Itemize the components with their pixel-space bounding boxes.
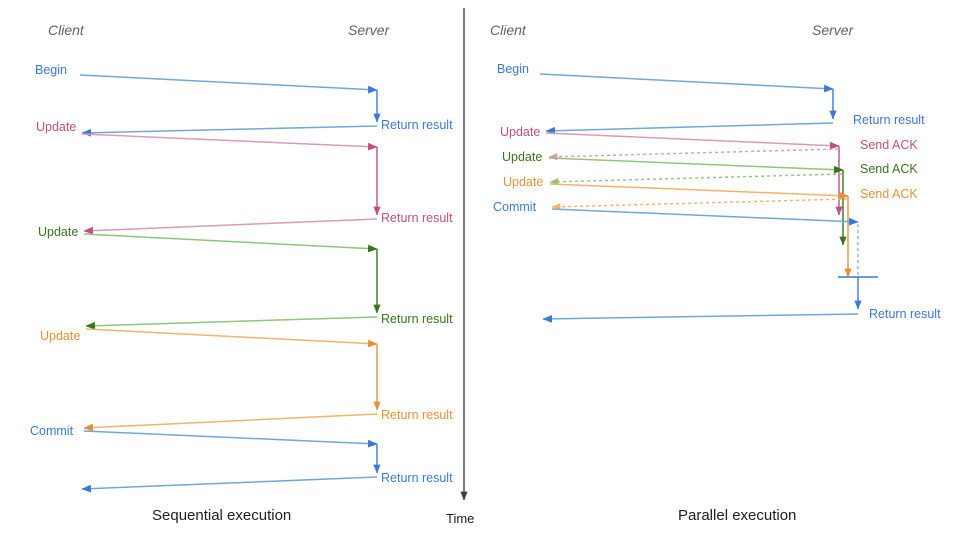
right-msg-update1-request xyxy=(545,132,840,150)
left-server-label-return-3: Return result xyxy=(381,312,453,326)
left-msg-begin-response xyxy=(81,125,378,137)
left-msg-update3-request xyxy=(85,328,378,348)
right-ack-green xyxy=(549,173,843,186)
left-msg-commit-response xyxy=(81,476,378,493)
left-server-label-return-1: Return result xyxy=(381,118,453,132)
left-msg-update1-request xyxy=(81,133,378,151)
right-msg-begin-request xyxy=(539,73,834,93)
caption-parallel: Parallel execution xyxy=(678,507,797,524)
left-client-label-begin: Begin xyxy=(35,63,67,77)
right-msg-begin-response xyxy=(545,122,834,135)
left-panel-messages xyxy=(79,74,381,493)
left-client-label-update-1: Update xyxy=(36,120,77,134)
right-actor-server: Server xyxy=(812,22,854,38)
right-ack-pink xyxy=(548,148,839,161)
right-client-label-update-2: Update xyxy=(502,150,543,164)
right-panel-messages xyxy=(539,73,878,323)
right-msg-update3-request xyxy=(549,183,849,200)
right-server-label-return-1: Return result xyxy=(853,113,925,127)
left-msg-commit-request xyxy=(83,430,378,448)
right-actor-client: Client xyxy=(490,22,526,38)
left-msg-update1-response xyxy=(83,218,378,235)
left-client-label-update-2: Update xyxy=(38,225,79,239)
right-client-label-commit: Commit xyxy=(493,200,537,214)
left-msg-update2-request xyxy=(83,233,378,253)
right-server-label-ack-1: Send ACK xyxy=(860,138,918,152)
left-msg-update2-response xyxy=(85,316,378,330)
left-msg-update3-response xyxy=(83,413,378,432)
right-client-label-update-1: Update xyxy=(500,125,541,139)
left-client-label-update-3: Update xyxy=(40,329,81,343)
right-msg-commit-response xyxy=(542,313,859,323)
right-server-label-ack-3: Send ACK xyxy=(860,187,918,201)
left-actor-server: Server xyxy=(348,22,390,38)
caption-sequential: Sequential execution xyxy=(152,507,292,524)
left-actor-client: Client xyxy=(48,22,84,38)
right-client-label-begin: Begin xyxy=(497,62,529,76)
left-server-label-return-2: Return result xyxy=(381,211,453,225)
left-server-label-return-4: Return result xyxy=(381,408,453,422)
left-server-label-return-5: Return result xyxy=(381,471,453,485)
right-client-label-update-3: Update xyxy=(503,175,544,189)
right-ack-orange xyxy=(551,198,848,211)
right-msg-commit-request xyxy=(551,208,859,226)
right-server-label-ack-2: Send ACK xyxy=(860,162,918,176)
left-client-label-commit: Commit xyxy=(30,424,74,438)
right-msg-update2-request xyxy=(548,157,844,174)
right-server-label-return-2: Return result xyxy=(869,307,941,321)
left-msg-begin-request xyxy=(79,74,378,94)
time-axis-label: Time xyxy=(446,511,475,526)
